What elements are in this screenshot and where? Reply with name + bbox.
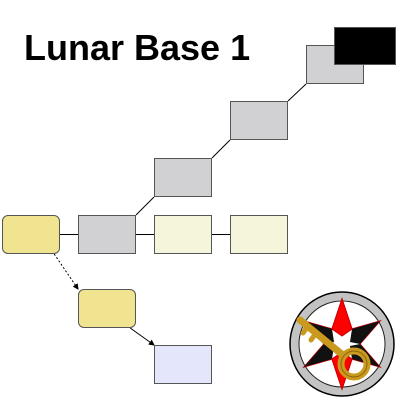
compass-star-key-icon [289,291,395,397]
node-gray-2 [230,101,288,140]
node-cream-1 [154,215,212,254]
node-cream-2 [230,215,288,254]
connector-gray-2-to-gray-3 [211,139,231,159]
node-yellow-left [2,215,60,254]
emblem-star-black-right [350,321,380,344]
key-icon [296,316,371,381]
page-title: Lunar Base 1 [24,27,251,68]
emblem-star-red-top [331,297,353,337]
node-gray-row [78,215,136,254]
node-black-top [334,27,396,65]
connector-yellow-mid-to-lavender-bottom [129,327,155,346]
connector-gray-top-to-gray-2 [287,83,307,102]
node-gray-3 [154,158,212,197]
node-yellow-mid [78,289,136,328]
connector-gray-3-to-gray-row [135,196,155,216]
node-lavender-bottom [154,345,212,384]
connector-lines [53,83,307,346]
connector-yellow-left-to-yellow-mid [53,253,79,290]
emblem-star-black-bottom-left [304,344,334,367]
